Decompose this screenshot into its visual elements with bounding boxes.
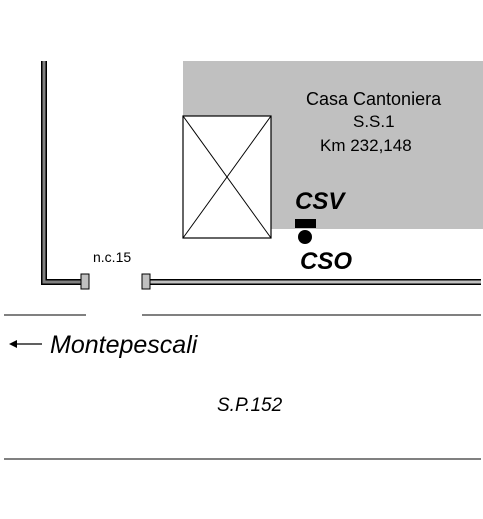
gate-post-right	[141, 273, 151, 290]
cso-label: CSO	[300, 248, 353, 275]
csv-label: CSV	[295, 188, 345, 215]
fence-left	[41, 61, 82, 285]
gate-post-left	[80, 273, 90, 290]
left-arrow-icon	[9, 340, 42, 348]
csv-marker	[295, 219, 316, 228]
destination-label: Montepescali	[50, 331, 198, 359]
building-road: S.S.1	[353, 112, 395, 131]
road-name-label: S.P.152	[217, 395, 283, 416]
civic-number-label: n.c.15	[93, 249, 132, 265]
crossed-box	[182, 115, 272, 239]
building-name: Casa Cantoniera	[306, 89, 442, 109]
cso-marker	[298, 230, 312, 244]
building-km: Km 232,148	[320, 136, 412, 155]
